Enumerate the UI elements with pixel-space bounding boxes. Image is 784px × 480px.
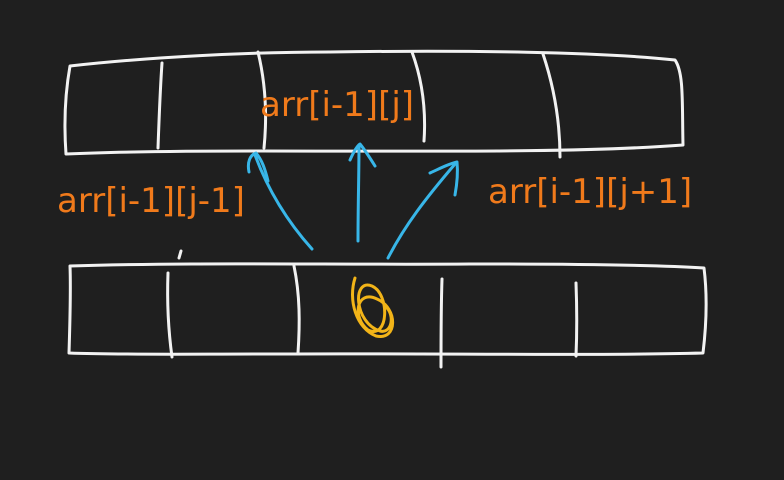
diagram-labels: arr[i-1][j] arr[i-1][j-1] arr[i-1][j+1]: [57, 85, 692, 221]
current-row-cell-divider-4: [574, 281, 579, 358]
current-cell-scribble: [351, 276, 394, 338]
left-dependency-arrowhead: [246, 151, 270, 183]
previous-row-cell-divider-4: [541, 52, 562, 159]
current-row-cell-divider-2: [292, 264, 301, 355]
previous-row-cell-divider-1: [156, 61, 164, 150]
right-dependency-arrow: [386, 162, 457, 260]
previous-row-array: [63, 49, 685, 159]
current-row-array: [67, 249, 708, 369]
dependency-arrows: [246, 142, 459, 260]
center-dependency-arrow: [356, 143, 361, 243]
left-dependency-arrow: [253, 153, 314, 251]
previous-row-cell-divider-3: [410, 50, 427, 143]
previous-row-cell-divider-2: [256, 50, 268, 150]
center-dependency-arrowhead: [348, 142, 377, 168]
top-center-label: arr[i-1][j]: [260, 85, 414, 125]
left-label: arr[i-1][j-1]: [57, 181, 245, 221]
right-dependency-arrowhead: [428, 160, 459, 197]
previous-row-outline: [63, 49, 685, 156]
current-row-small-mark: [177, 249, 183, 260]
right-label: arr[i-1][j+1]: [488, 172, 692, 212]
current-row-cell-divider-1: [166, 271, 174, 359]
current-row-outline: [67, 262, 708, 356]
current-row-cell-divider-3: [439, 277, 444, 369]
current-cell-highlight: [351, 276, 394, 338]
